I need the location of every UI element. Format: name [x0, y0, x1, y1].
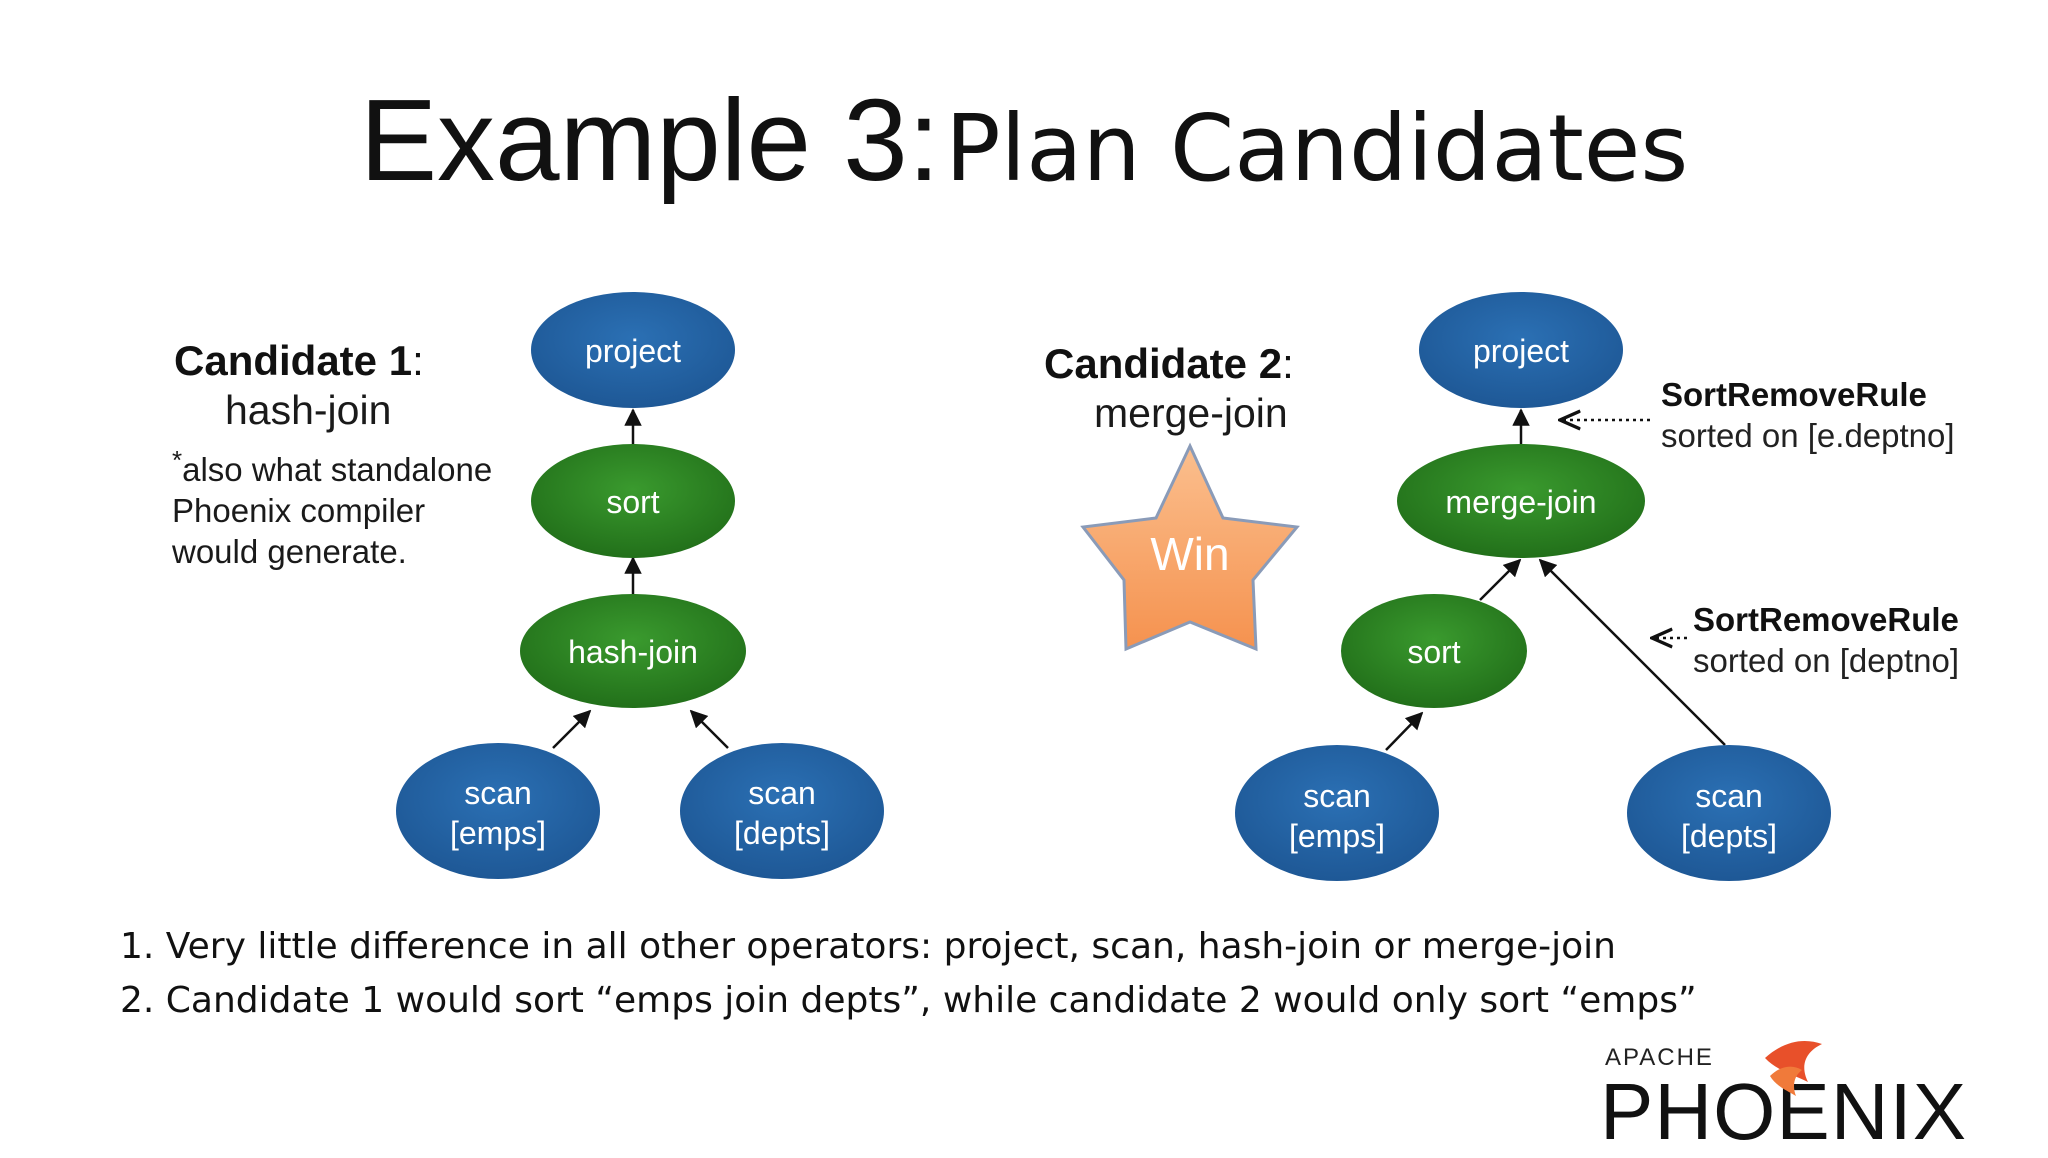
win-star-icon	[1080, 442, 1300, 652]
c2-node-project	[1419, 292, 1623, 408]
c1-label-scan-emps-2: [emps]	[450, 815, 546, 851]
note-line-2: Phoenix compiler	[172, 492, 426, 529]
candidate1-heading: Candidate 1:	[174, 340, 424, 382]
c1-label-scan-depts-1: scan	[748, 775, 816, 811]
logo-apache-text: APACHE	[1605, 1044, 1714, 1071]
rule-1-name: SortRemoveRule	[1661, 376, 1927, 413]
rule-1: SortRemoveRule sorted on [e.deptno]	[1661, 378, 1955, 452]
c2-node-scan-depts	[1627, 745, 1831, 881]
c2-label-join: merge-join	[1445, 484, 1596, 520]
phoenix-flame-icon	[1765, 1040, 1822, 1096]
note-line-1: *also what standalone	[172, 440, 552, 490]
candidate2-heading: Candidate 2:	[1044, 343, 1294, 385]
win-label: Win	[1150, 528, 1229, 580]
c2-edge-emps-sort	[1385, 711, 1424, 751]
c2-label-sort: sort	[1407, 634, 1460, 670]
title-main: Example 3:	[359, 75, 940, 205]
c2-node-scan-emps	[1235, 745, 1439, 881]
candidate2-strategy: merge-join	[1094, 390, 1288, 436]
c2-label-scan-depts-1: scan	[1695, 778, 1763, 814]
c1-edges	[552, 408, 729, 749]
c1-node-scan-depts	[680, 743, 884, 879]
candidate2-colon: :	[1282, 340, 1294, 387]
finding-2: 2. Candidate 1 would sort “emps join dep…	[120, 980, 1697, 1021]
c2-edges	[1385, 408, 1726, 751]
c2-nodes	[1235, 292, 1831, 881]
c1-label-join: hash-join	[568, 634, 698, 670]
c1-edge-emps-join	[552, 709, 592, 749]
rule-2-desc: sorted on [deptno]	[1693, 642, 1960, 679]
note-line-3: would generate.	[172, 533, 407, 570]
c1-node-scan-emps	[396, 743, 600, 879]
c1-label-scan-depts-2: [depts]	[734, 815, 830, 851]
c2-label-scan-emps-1: scan	[1303, 778, 1371, 814]
candidate1-colon: :	[412, 337, 424, 384]
node-labels: project sort hash-join scan [emps] scan …	[450, 333, 1777, 854]
candidate1-heading-text: Candidate 1	[174, 337, 413, 384]
rule-2: SortRemoveRule sorted on [deptno]	[1693, 603, 1959, 677]
apache-phoenix-logo: APACHE PHOENIX	[1600, 1030, 2040, 1156]
note-star: *	[172, 445, 183, 475]
c1-label-scan-emps-1: scan	[464, 775, 532, 811]
c1-node-project	[531, 292, 735, 408]
candidate2-heading-text: Candidate 2	[1044, 340, 1283, 387]
candidate1-strategy: hash-join	[225, 387, 392, 433]
c1-node-sort	[531, 444, 735, 558]
findings-list: 1. Very little difference in all other o…	[120, 920, 1697, 1028]
c1-node-hash-join	[520, 594, 746, 708]
rule-1-desc: sorted on [e.deptno]	[1661, 417, 1955, 454]
title-sub: Plan Candidates	[945, 95, 1689, 202]
c1-nodes	[396, 292, 884, 879]
c1-label-sort: sort	[606, 484, 659, 520]
note-line-1-text: also what standalone	[182, 451, 493, 488]
rule-2-name: SortRemoveRule	[1693, 601, 1959, 638]
c2-label-scan-depts-2: [depts]	[1681, 818, 1777, 854]
c2-label-project: project	[1473, 333, 1569, 369]
c2-node-merge-join	[1397, 444, 1645, 558]
c2-label-scan-emps-2: [emps]	[1289, 818, 1385, 854]
c2-edge-sort-join	[1479, 558, 1522, 601]
slide-title: Example 3: Plan Candidates	[0, 82, 2048, 198]
candidate1-note: *also what standalone Phoenix compiler w…	[172, 440, 552, 572]
c2-edge-depts-join	[1538, 558, 1726, 746]
c2-node-sort	[1341, 594, 1527, 708]
c1-label-project: project	[585, 333, 681, 369]
finding-1: 1. Very little difference in all other o…	[120, 926, 1616, 967]
c1-edge-depts-join	[689, 709, 729, 749]
